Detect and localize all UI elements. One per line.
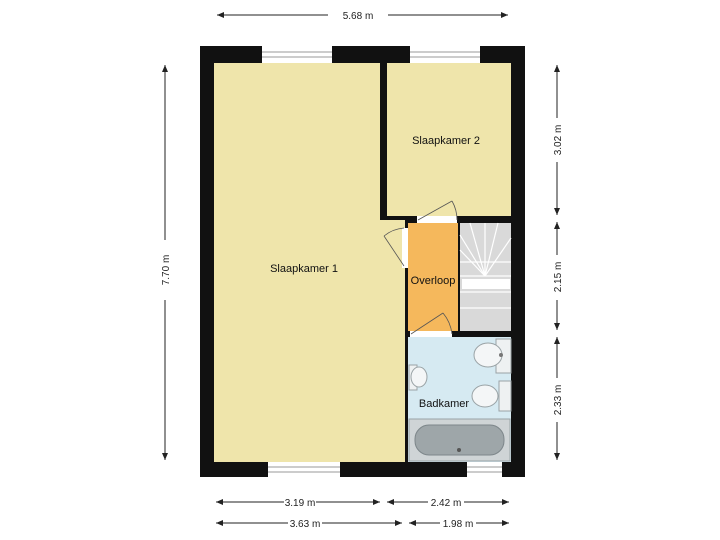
dim-bottom-2-right: 1.98 m [409,519,509,530]
dim-bottom-2-right-label: 1.98 m [443,519,474,530]
sink-right [473,338,512,374]
dim-bottom-1-right-label: 2.42 m [431,498,462,509]
dim-right-1: 3.02 m [553,65,564,215]
dim-right-2: 2.15 m [553,222,564,330]
dim-right-1-label: 3.02 m [553,125,564,156]
window-bottom-left [268,462,340,477]
stair-treads [459,222,512,309]
dim-bottom-1-left: 3.19 m [216,498,380,509]
dim-top-label: 5.68 m [343,11,374,22]
stair-landing-white [462,279,510,289]
window-top-right [410,46,480,63]
dim-bottom-1-right: 2.42 m [387,498,509,509]
dim-right-3-label: 2.33 m [553,385,564,416]
dim-right-3: 2.33 m [553,337,564,460]
room-overloop [408,223,458,331]
dim-bottom-2-left: 3.63 m [216,519,402,530]
room-slaapkamer-1 [214,63,380,462]
dim-left-label: 7.70 m [161,255,172,286]
dim-bottom-1-left-label: 3.19 m [285,498,316,509]
window-top-left [262,46,332,63]
dim-left: 7.70 m [161,65,172,460]
door-slaapkamer-1 [383,227,408,268]
toilet [471,380,512,412]
label-slaapkamer-2: Slaapkamer 2 [412,135,480,147]
room-slaapkamer-1-extension [380,220,405,462]
dim-top: 5.68 m [217,11,508,22]
dim-right-2-label: 2.15 m [553,262,564,293]
dim-bottom-2-left-label: 3.63 m [290,519,321,530]
bathtub [408,418,511,462]
room-slaapkamer-2 [387,63,511,216]
door-badkamer [410,312,453,337]
door-slaapkamer-2 [417,200,458,223]
label-slaapkamer-1: Slaapkamer 1 [270,263,338,275]
label-badkamer: Badkamer [419,398,469,410]
window-bottom-right [467,462,502,477]
sink-left [408,364,428,391]
label-overloop: Overloop [411,275,456,287]
